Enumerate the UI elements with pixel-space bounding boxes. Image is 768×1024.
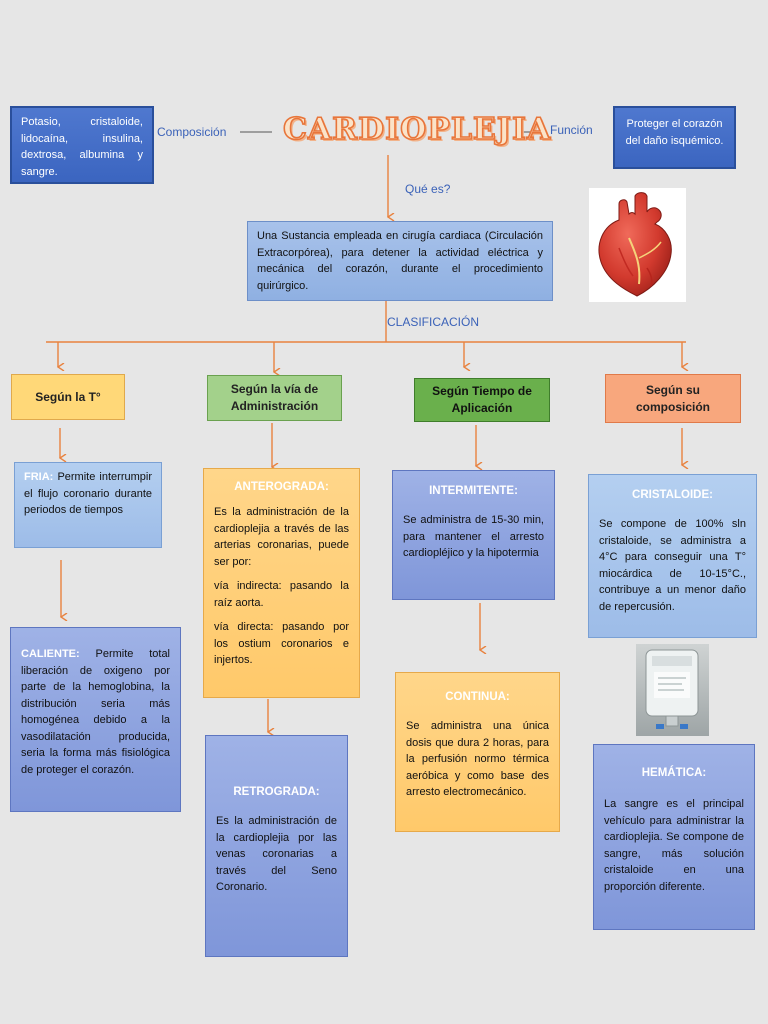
funcion-box: Proteger el corazón del daño isquémico. <box>613 106 736 169</box>
category-composition: Según su composición <box>605 374 741 423</box>
heart-icon <box>589 188 686 302</box>
caliente-box: CALIENTE: Permite total liberación de ox… <box>10 627 181 812</box>
intermitente-text: Se administra de 15-30 min, para mantene… <box>403 512 544 562</box>
retrograda-text: Es la administración de la cardioplejia … <box>216 813 337 896</box>
category-time: Según Tiempo de Aplicación <box>414 378 550 422</box>
intermitente-box: INTERMITENTE: Se administra de 15-30 min… <box>392 470 555 600</box>
category-route-label: Según la vía de Administración <box>214 381 335 415</box>
anterograda-title: ANTEROGRADA: <box>214 479 349 496</box>
caliente-text: Permite total liberación de oxigeno por … <box>21 648 170 776</box>
fria-box: FRIA: Permite interrumpir el flujo coron… <box>14 462 162 548</box>
funcion-text: Proteger el corazón del daño isquémico. <box>626 118 724 147</box>
category-route: Según la vía de Administración <box>207 375 342 421</box>
cristaloide-title: CRISTALOIDE: <box>599 487 746 504</box>
category-temperature: Según la T° <box>11 374 125 420</box>
continua-text: Se administra una única dosis que dura 2… <box>406 718 549 801</box>
iv-bag-image <box>636 644 709 736</box>
page-title: CARDIOPLEJIA <box>283 112 551 147</box>
anterograda-p2: vía indirecta: pasando la raíz aorta. <box>214 578 349 611</box>
hematica-text: La sangre es el principal vehículo para … <box>604 796 744 895</box>
composicion-label: Composición <box>157 125 226 139</box>
clasificacion-label: CLASIFICACIÓN <box>387 315 479 329</box>
retrograda-box: RETROGRADA: Es la administración de la c… <box>205 735 348 957</box>
category-composition-label: Según su composición <box>612 382 734 416</box>
anterograda-p1: Es la administración de la cardioplejia … <box>214 504 349 570</box>
heart-image <box>589 188 686 302</box>
intermitente-title: INTERMITENTE: <box>403 483 544 500</box>
definition-box: Una Sustancia empleada en cirugía cardia… <box>247 221 553 301</box>
fria-title: FRIA: <box>24 471 53 483</box>
retrograda-title: RETROGRADA: <box>216 784 337 801</box>
funcion-label: Función <box>550 123 593 137</box>
cristaloide-text: Se compone de 100% sln cristaloide, se a… <box>599 516 746 615</box>
anterograda-box: ANTEROGRADA: Es la administración de la … <box>203 468 360 698</box>
iv-bag-icon <box>636 644 709 736</box>
category-time-label: Según Tiempo de Aplicación <box>421 383 543 417</box>
hematica-title: HEMÁTICA: <box>604 765 744 782</box>
caliente-title: CALIENTE: <box>21 648 80 660</box>
composicion-text: Potasio, cristaloide, lidocaína, insulin… <box>21 116 143 178</box>
category-temperature-label: Según la T° <box>35 389 100 406</box>
definition-text: Una Sustancia empleada en cirugía cardia… <box>257 230 543 292</box>
anterograda-p3: vía directa: pasando por los ostium coro… <box>214 619 349 669</box>
que-es-label: Qué es? <box>405 182 450 196</box>
cristaloide-box: CRISTALOIDE: Se compone de 100% sln cris… <box>588 474 757 638</box>
hematica-box: HEMÁTICA: La sangre es el principal vehí… <box>593 744 755 930</box>
continua-title: CONTINUA: <box>406 689 549 706</box>
composicion-box: Potasio, cristaloide, lidocaína, insulin… <box>10 106 154 184</box>
continua-box: CONTINUA: Se administra una única dosis … <box>395 672 560 832</box>
